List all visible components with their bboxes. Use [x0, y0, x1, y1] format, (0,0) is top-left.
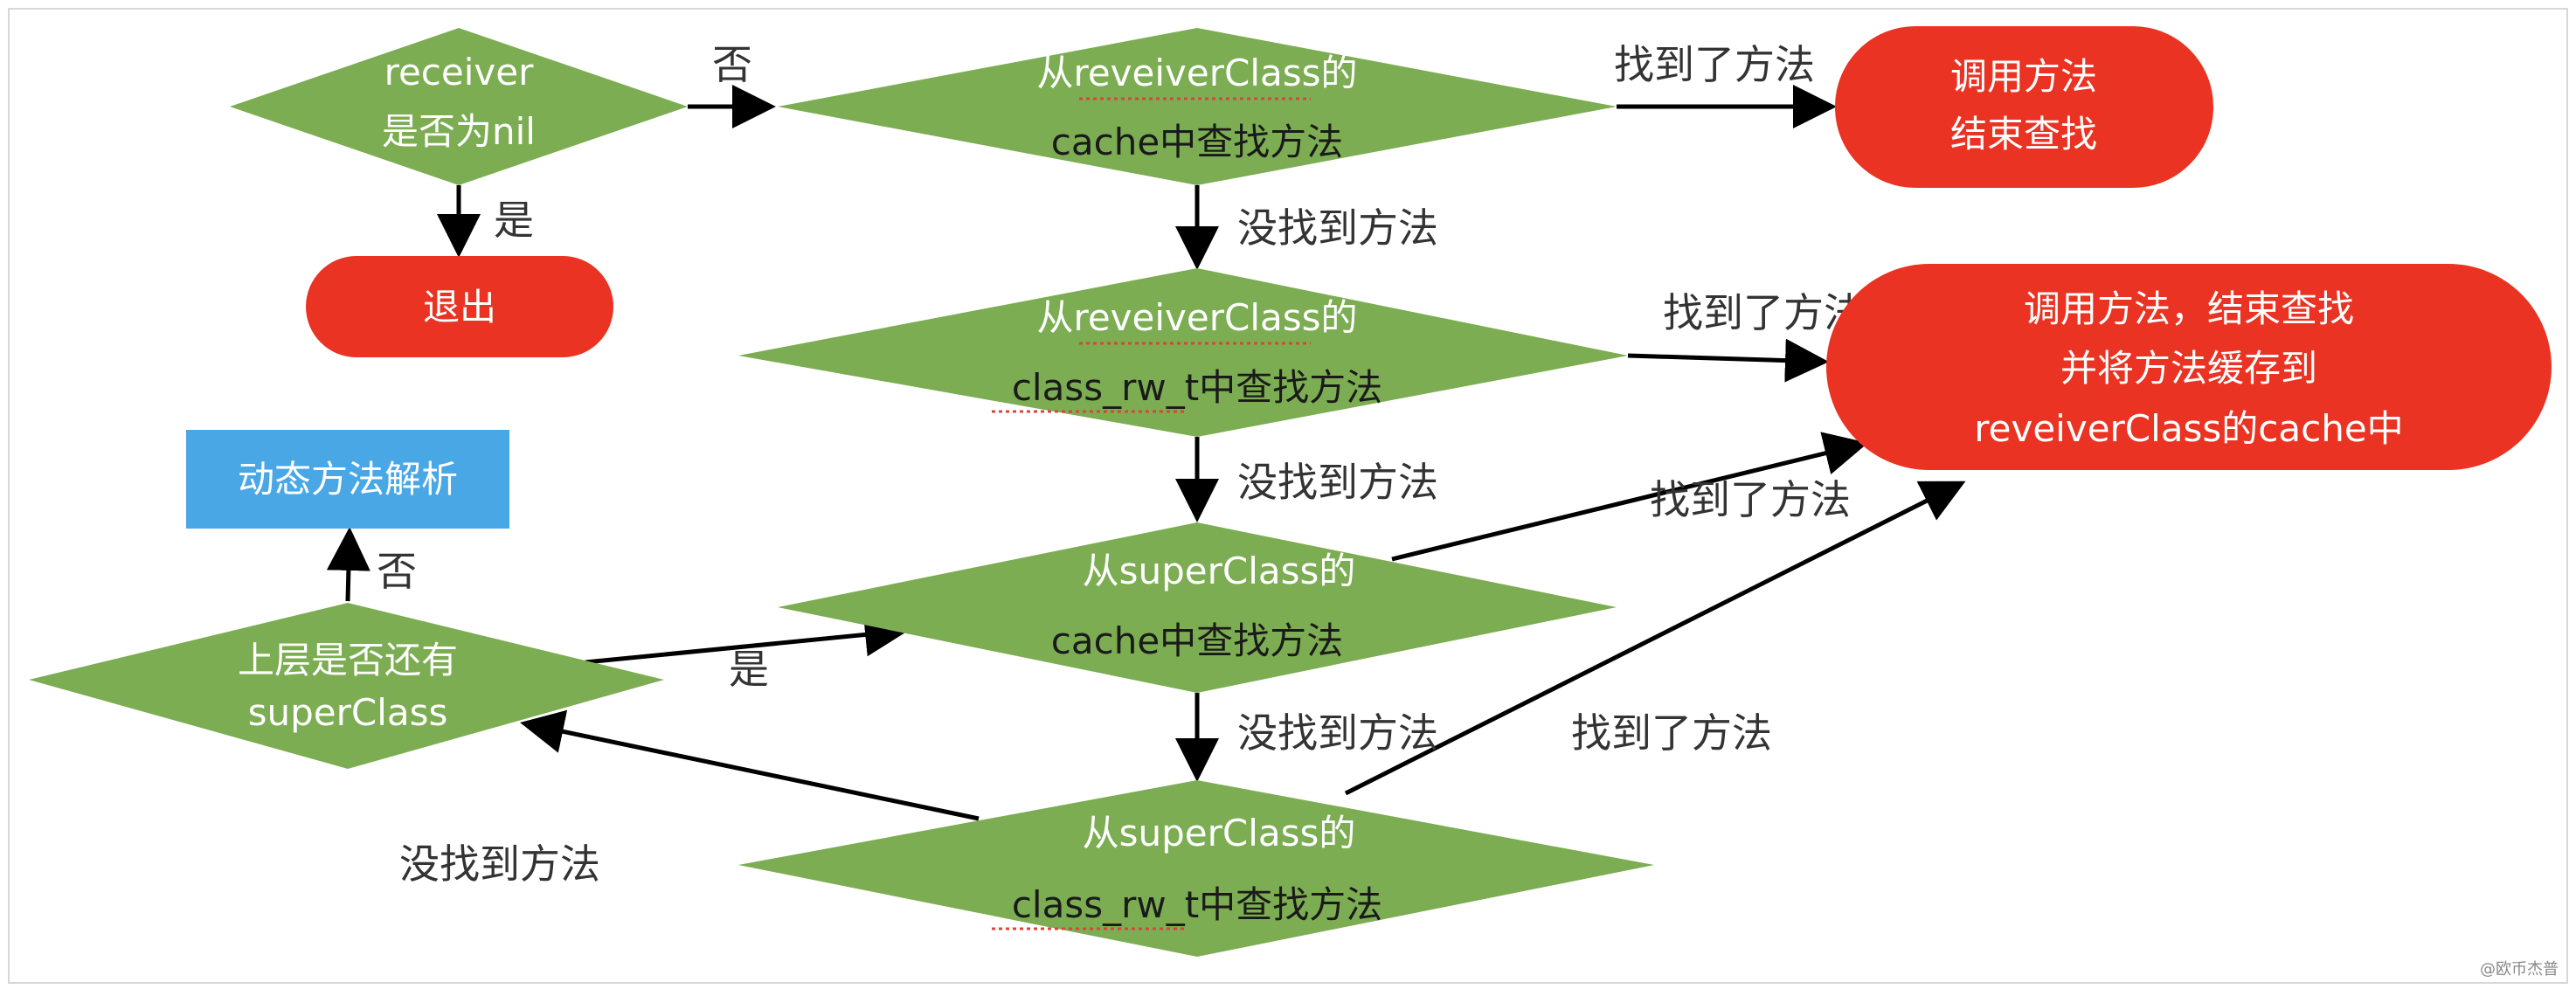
node-label-line: class_rw_t中查找方法 [1012, 883, 1382, 926]
edge-label-not-found: 没找到方法 [1237, 709, 1438, 757]
decision-diamond [738, 780, 1654, 957]
node-label-line: 从superClass的 [1083, 550, 1356, 592]
node-receiver-nil: receiver 是否为nil [230, 28, 688, 185]
edge-label-not-found: 没找到方法 [1237, 204, 1438, 252]
edges [326, 85, 1966, 821]
terminal-shape [1826, 264, 2552, 470]
node-label-line: 是否为nil [382, 110, 536, 153]
edge-label-not-found: 没找到方法 [399, 840, 600, 888]
node-super-cache: 从superClass的 cache中查找方法 [778, 522, 1617, 693]
node-label-line: 退出 [423, 286, 496, 329]
node-has-super: 上层是否还有 superClass [29, 603, 664, 769]
node-label-line: 调用方法，结束查找 [2024, 287, 2354, 330]
edge-super-rw-to-call-cache [1344, 481, 1966, 796]
terminal-shape [306, 256, 613, 357]
node-label-line: superClass [248, 691, 448, 734]
edge-label-no: 否 [377, 548, 417, 595]
edge-super-rw-to-has-super [520, 709, 980, 821]
node-label-line: reveiverClass的cache中 [1974, 407, 2403, 450]
node-exit: 退出 [306, 256, 613, 357]
decision-diamond [738, 268, 1628, 437]
decision-diamond [29, 603, 664, 769]
node-label-line: 从reveiverClass的 [1036, 296, 1357, 339]
terminal-shape [1835, 26, 2213, 188]
node-label-line: 动态方法解析 [238, 458, 458, 501]
node-call-end: 调用方法 结束查找 [1835, 26, 2213, 188]
watermark: @欧币杰普 [2480, 960, 2559, 979]
node-dynamic: 动态方法解析 [186, 430, 509, 529]
edge-label-found: 找到了方法 [1614, 41, 1815, 88]
edge-label-no: 否 [712, 41, 752, 88]
edge-super-cache-to-call-cache [1391, 432, 1868, 562]
process-box [186, 430, 509, 529]
node-label-line: 结束查找 [1950, 113, 2097, 156]
node-label-line: cache中查找方法 [1051, 121, 1343, 163]
edge-has-super-to-dynamic [326, 527, 370, 602]
edge-labels: 否 是 找到了方法 没找到方法 找到了方法 没找到方法 找到了方法 否 是 没找… [377, 41, 1864, 888]
node-label-line: 上层是否还有 [238, 639, 458, 681]
node-label-line: 调用方法 [1950, 55, 2097, 98]
edge-recv-rw-to-call-cache [1627, 338, 1829, 383]
node-label-line: 并将方法缓存到 [2060, 347, 2317, 390]
edge-label-yes: 是 [494, 197, 534, 244]
decision-diamond [230, 28, 688, 185]
node-label-line: 从reveiverClass的 [1036, 52, 1357, 94]
edge-label-not-found: 没找到方法 [1237, 459, 1438, 506]
edge-label-found: 找到了方法 [1650, 476, 1851, 523]
edge-label-found: 找到了方法 [1663, 289, 1864, 336]
node-label-line: receiver [384, 51, 534, 93]
node-recv-cache: 从reveiverClass的 cache中查找方法 [778, 28, 1617, 185]
node-label-line: class_rw_t中查找方法 [1012, 366, 1382, 409]
decision-diamond [778, 522, 1617, 693]
edge-label-yes: 是 [729, 646, 769, 693]
edge-label-found: 找到了方法 [1571, 709, 1772, 757]
node-call-cache: 调用方法，结束查找 并将方法缓存到 reveiverClass的cache中 [1826, 264, 2552, 470]
decision-diamond [778, 28, 1617, 185]
node-super-rw: 从superClass的 class_rw_t中查找方法 [738, 780, 1654, 957]
node-recv-rw: 从reveiverClass的 class_rw_t中查找方法 [738, 268, 1628, 437]
edge-has-super-to-super-cache [585, 612, 909, 665]
node-label-line: 从superClass的 [1083, 812, 1356, 854]
node-label-line: cache中查找方法 [1051, 619, 1343, 662]
